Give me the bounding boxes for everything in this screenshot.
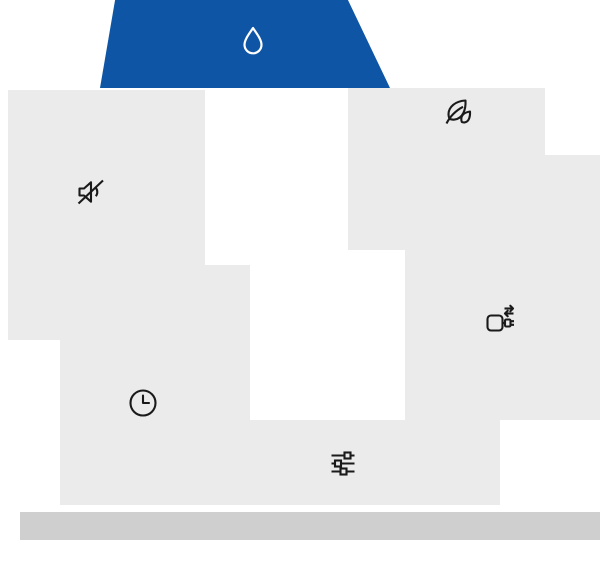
leaf-icon: [439, 94, 475, 130]
plug-swap-icon: [482, 304, 518, 340]
sliders-icon: [325, 445, 361, 481]
bottom-bar: [20, 512, 600, 540]
tile-settings[interactable]: [205, 420, 500, 505]
clock-icon: [125, 385, 161, 421]
water-drop-icon: [235, 22, 271, 58]
speaker-muted-icon: [73, 174, 109, 210]
header-banner: [100, 0, 390, 88]
tile-power[interactable]: [405, 155, 600, 420]
